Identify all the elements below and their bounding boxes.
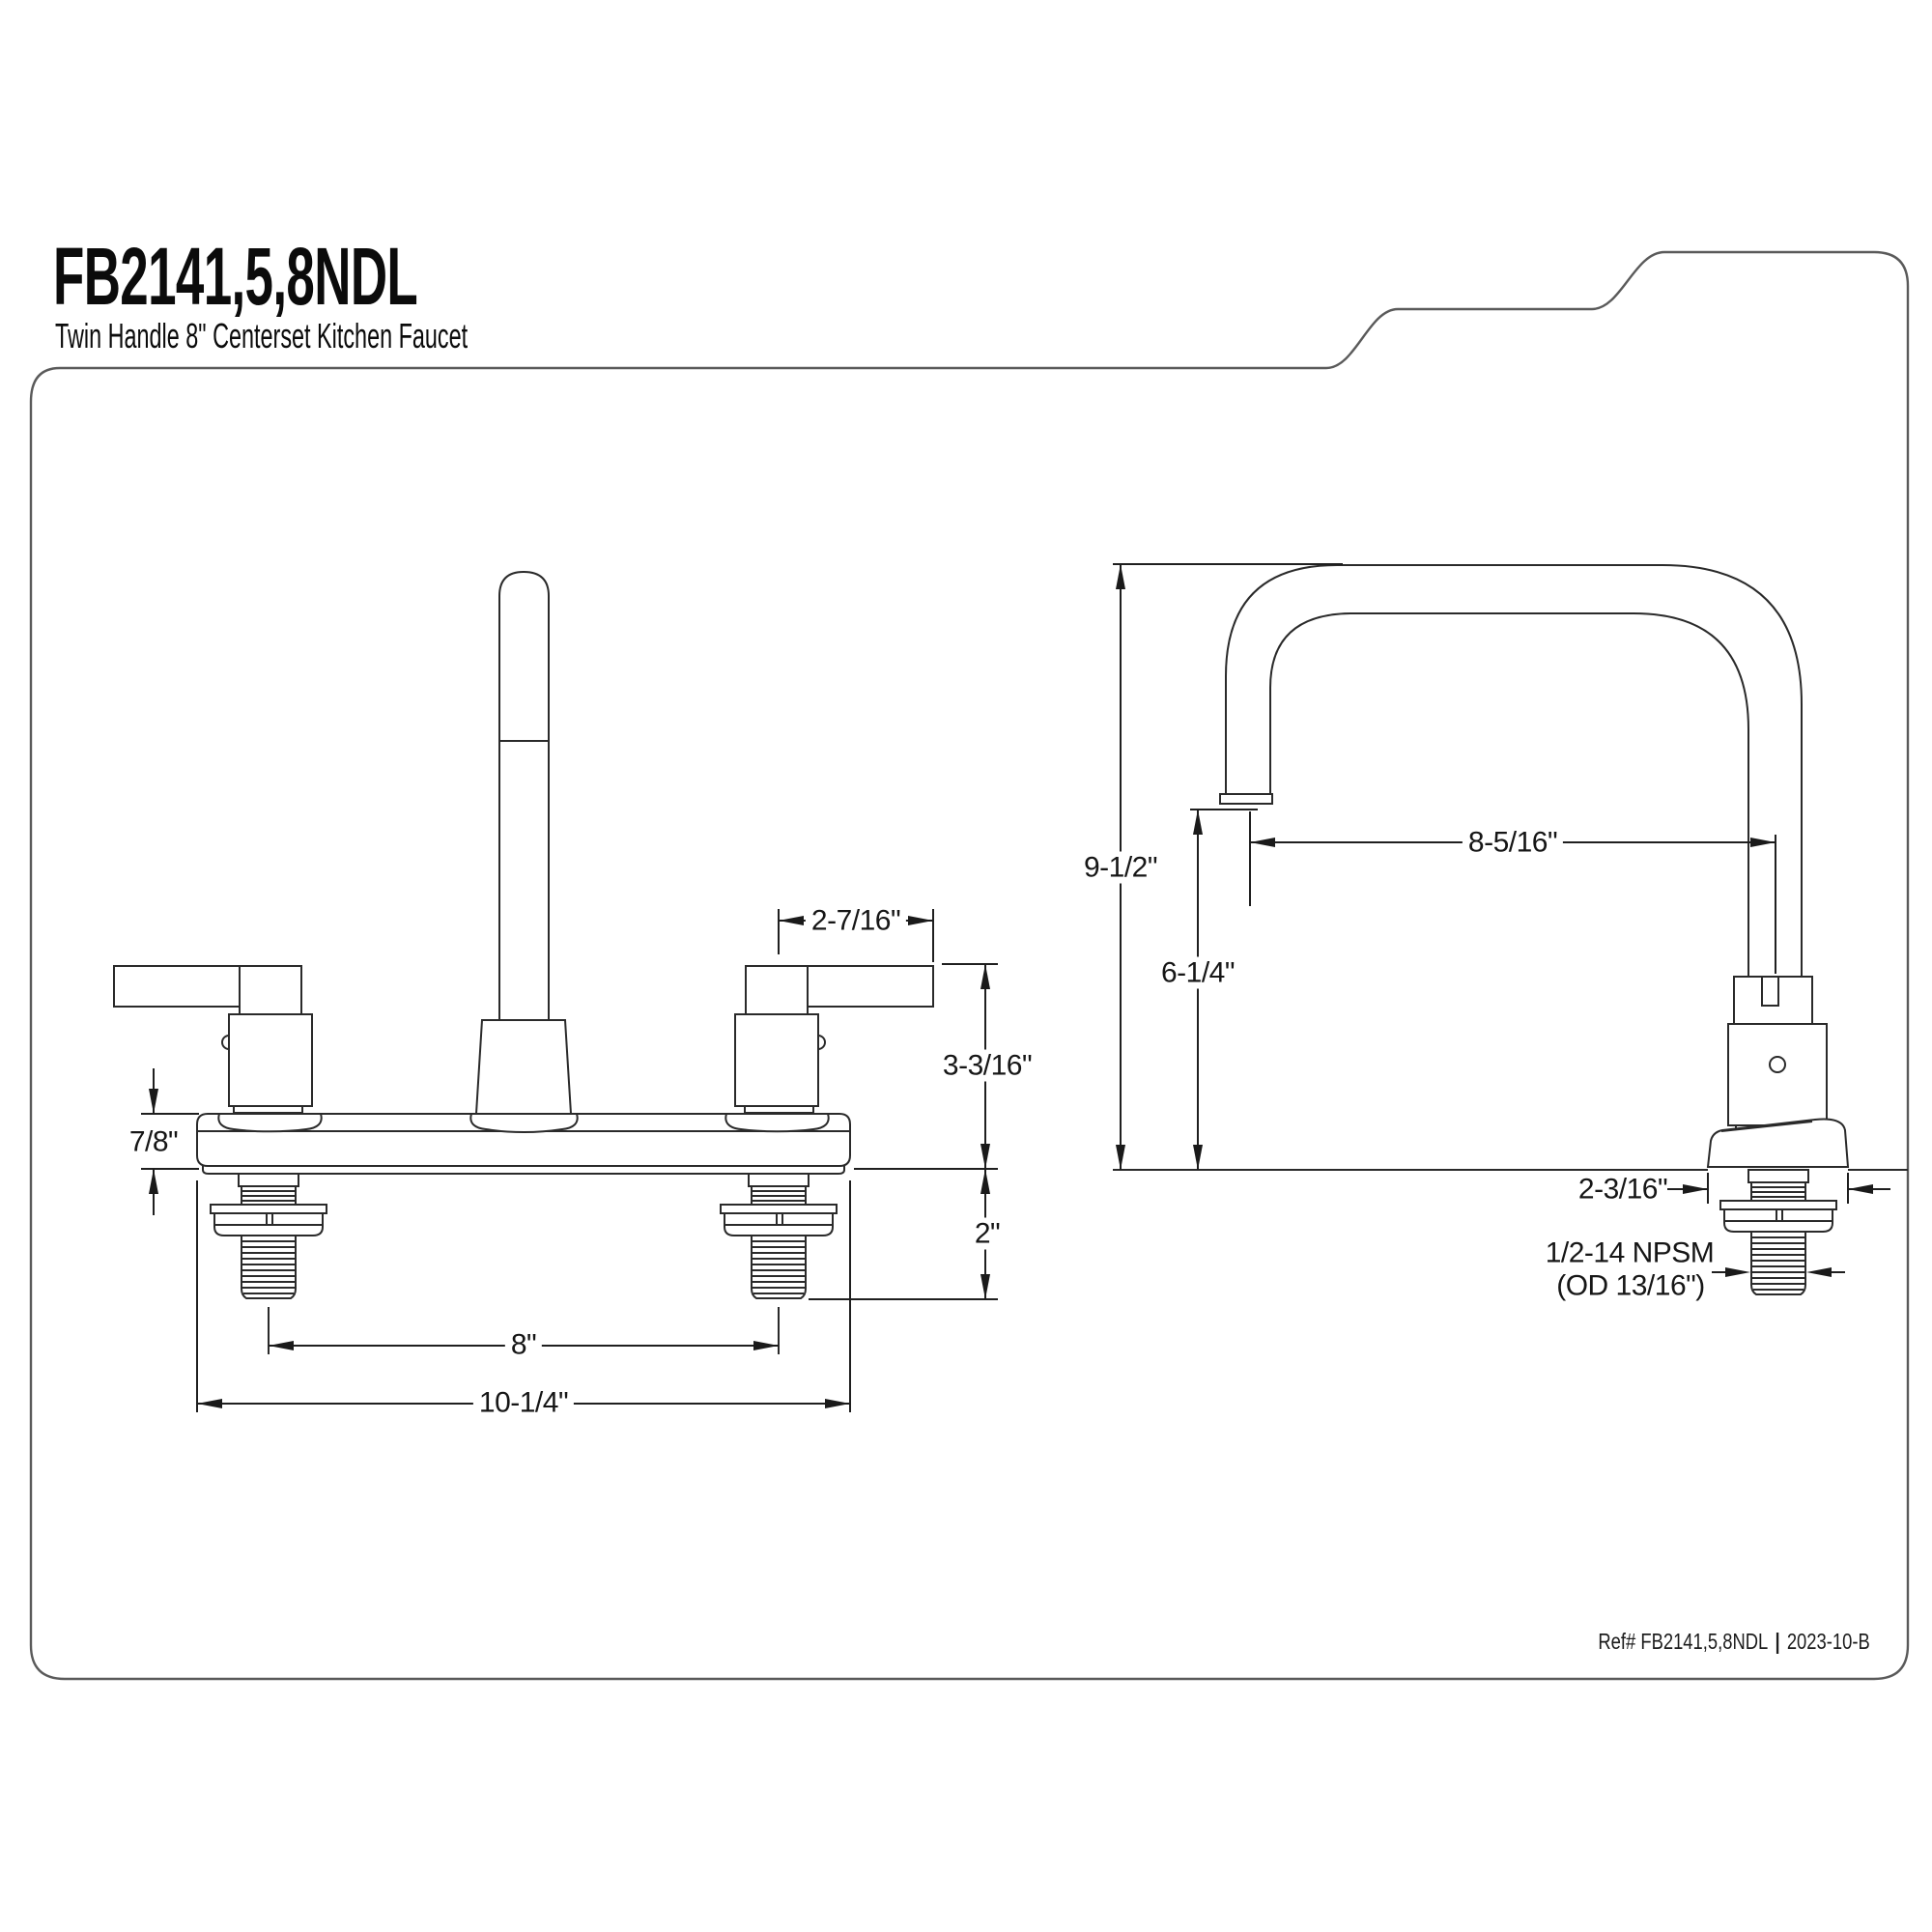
dim-label-thread-spec-2: (OD 13/16") [1556, 1269, 1705, 1302]
dimension-arrowheads [149, 564, 1873, 1408]
right-shank [720, 1173, 838, 1299]
footer-ref-number: Ref# FB2141,5,8NDL [1598, 1629, 1769, 1654]
page-subtitle: Twin Handle 8" Centerset Kitchen Faucet [55, 316, 469, 355]
right-handle-skirt [724, 1113, 830, 1133]
spout-aerator-tip [1219, 793, 1273, 805]
valve-body-side [1727, 976, 1828, 1133]
side-view [1113, 564, 1908, 1171]
dim-label-deck-thickness: 7/8" [128, 1125, 179, 1158]
left-handle-skirt [217, 1113, 323, 1133]
dim-label-thread-spec-1: 1/2-14 NPSM [1545, 1236, 1715, 1269]
front-view [113, 570, 934, 1354]
footer-revision: 2023-10-B [1787, 1629, 1870, 1654]
dim-label-faucet-centers: 8" [504, 1328, 543, 1361]
left-handle [113, 965, 313, 1114]
page-title: FB2141,5,8NDL [53, 231, 418, 322]
dim-label-spout-clearance: 6-1/4" [1154, 956, 1241, 989]
footer-separator: | [1775, 1629, 1780, 1654]
dim-label-overall-width: 10-1/4" [472, 1386, 575, 1419]
footer-reference: Ref# FB2141,5,8NDL | 2023-10-B [1599, 1629, 1870, 1655]
spout-skirt [469, 1113, 579, 1133]
page-border [29, 250, 1910, 1681]
left-shank [210, 1173, 327, 1299]
spout-front [474, 570, 573, 1115]
side-shank [1719, 1169, 1837, 1295]
spout-side [1219, 564, 1803, 977]
dim-label-overall-height: 9-1/2" [1077, 851, 1164, 884]
dim-label-handle-width: 2-7/16" [805, 904, 907, 937]
escutcheon-side [1706, 1118, 1850, 1168]
right-handle [734, 965, 934, 1114]
dim-label-spout-reach: 8-5/16" [1462, 826, 1564, 859]
dim-label-shank-length: 2" [968, 1217, 1007, 1250]
dim-label-base-width: 2-3/16" [1577, 1173, 1668, 1206]
dim-label-handle-height: 3-3/16" [936, 1049, 1038, 1082]
